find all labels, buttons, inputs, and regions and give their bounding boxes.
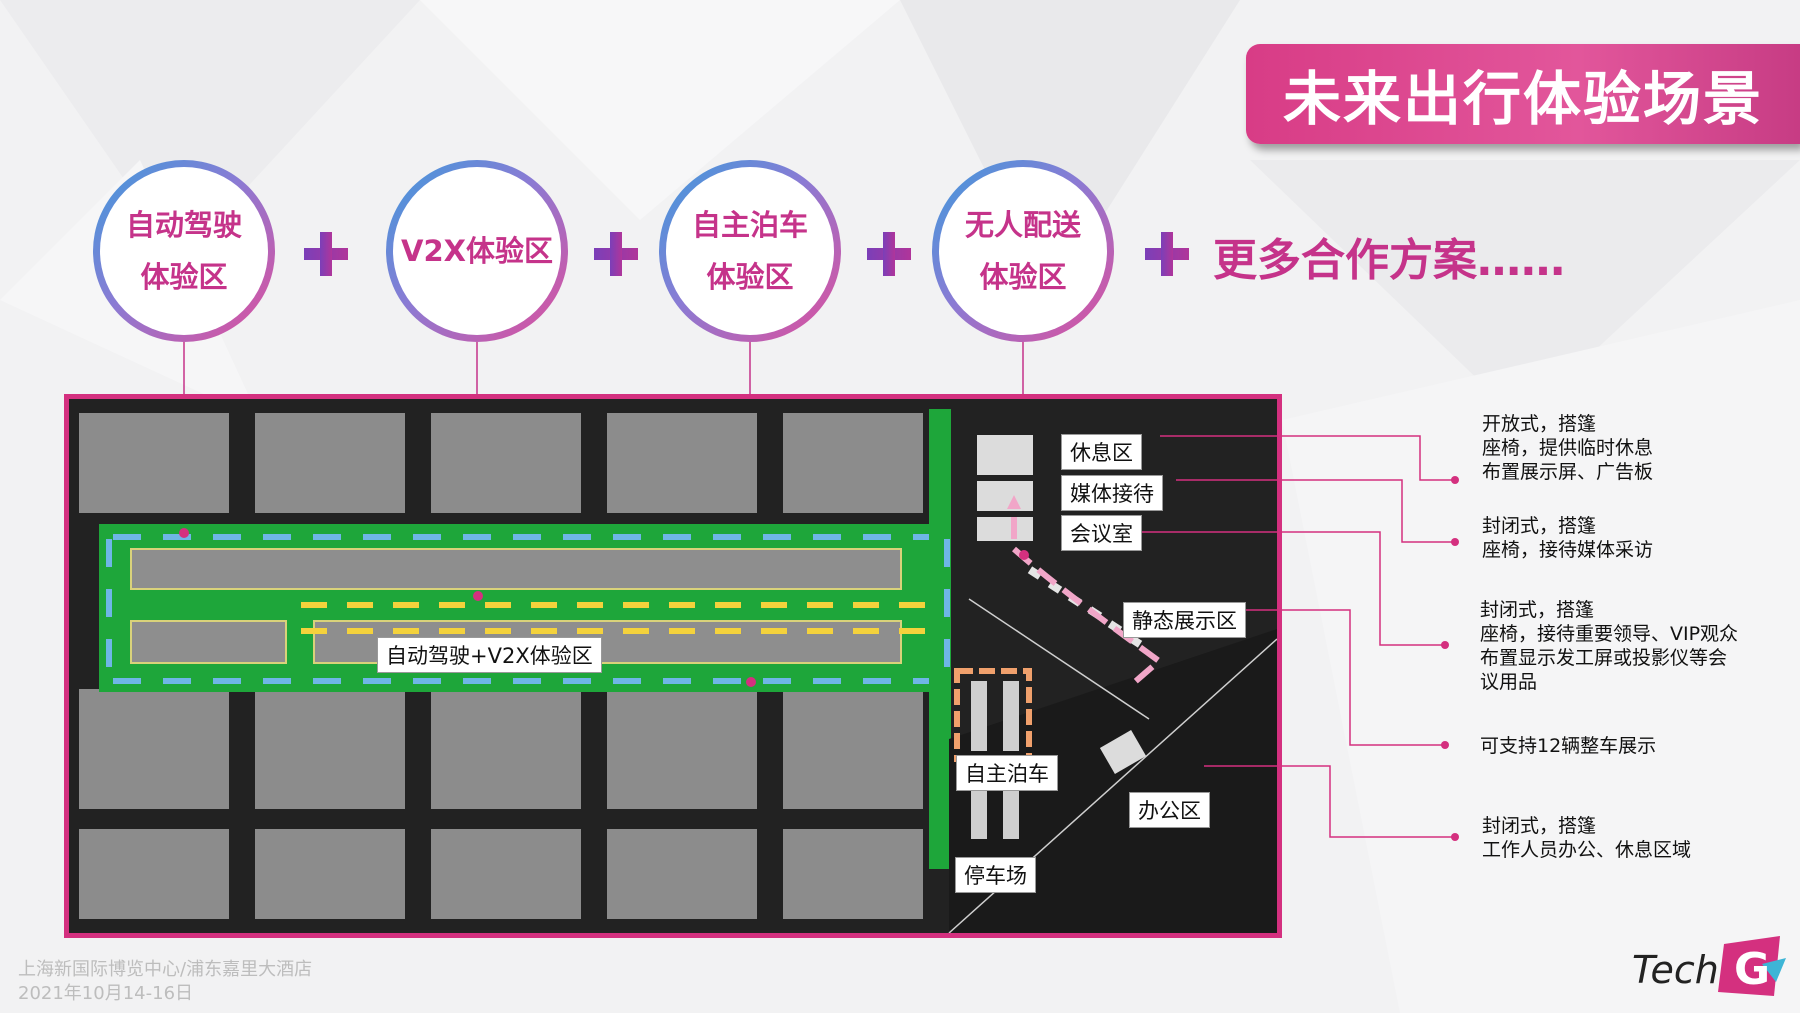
label-self-parking: 自主泊车 bbox=[956, 755, 1058, 791]
note-line: 座椅，接待媒体采访 bbox=[1482, 539, 1654, 561]
circle-autonomous-driving: 自动驾驶体验区 bbox=[93, 160, 275, 342]
label-media: 媒体接待 bbox=[1061, 475, 1163, 511]
circle-line2: 体验区 bbox=[140, 260, 228, 294]
footer-venue: 上海新国际博览中心/浦东嘉里大酒店 bbox=[18, 959, 313, 980]
note-media: 封闭式，搭篷 座椅，接待媒体采访 bbox=[1482, 514, 1653, 562]
circle-line1: 自主泊车 bbox=[691, 208, 808, 242]
circle-line2: 体验区 bbox=[979, 260, 1067, 294]
note-line: 可支持12辆整车展示 bbox=[1480, 735, 1657, 757]
circle-v2x: V2X体验区 bbox=[386, 160, 568, 342]
label-meeting: 会议室 bbox=[1061, 515, 1142, 551]
circle-line2: 体验区 bbox=[706, 260, 794, 294]
logo-text: Tech bbox=[1632, 948, 1719, 992]
note-line: 议用品 bbox=[1480, 671, 1538, 693]
note-line: 封闭式，搭篷 bbox=[1482, 515, 1597, 537]
plus-icon bbox=[867, 232, 911, 276]
circle-unmanned-delivery: 无人配送体验区 bbox=[932, 160, 1114, 342]
label-office: 办公区 bbox=[1129, 792, 1210, 828]
label-rest-area: 休息区 bbox=[1061, 434, 1142, 470]
note-meeting: 封闭式，搭篷 座椅，接待重要领导、VIP观众 布置显示发工屏或投影仪等会 议用品 bbox=[1480, 598, 1738, 694]
plus-icon bbox=[1145, 232, 1189, 276]
note-line: 座椅，提供临时休息 bbox=[1482, 437, 1654, 459]
note-line: 布置显示发工屏或投影仪等会 bbox=[1480, 647, 1728, 669]
map-drawing bbox=[79, 409, 1277, 933]
circle-line1: 自动驾驶 bbox=[125, 208, 242, 242]
venue-map: 休息区 媒体接待 会议室 静态展示区 自动驾驶+V2X体验区 自主泊车 办公区 … bbox=[64, 394, 1282, 938]
plus-icon bbox=[594, 232, 638, 276]
note-line: 工作人员办公、休息区域 bbox=[1482, 839, 1692, 861]
logo-g-icon: G bbox=[1718, 936, 1786, 996]
note-line: 封闭式，搭篷 bbox=[1480, 599, 1595, 621]
label-static-display: 静态展示区 bbox=[1123, 602, 1246, 638]
page-title: 未来出行体验场景 bbox=[1282, 65, 1763, 133]
note-rest-area: 开放式，搭篷 座椅，提供临时休息 布置展示屏、广告板 bbox=[1482, 412, 1653, 484]
circle-line1: 无人配送 bbox=[964, 208, 1081, 242]
title-banner: 未来出行体验场景 bbox=[1246, 44, 1800, 144]
note-line: 封闭式，搭篷 bbox=[1482, 815, 1597, 837]
label-parking-lot: 停车场 bbox=[955, 857, 1036, 893]
logo-g-letter: G bbox=[1734, 944, 1770, 995]
note-static-display: 可支持12辆整车展示 bbox=[1480, 734, 1656, 758]
circle-line1: V2X体验区 bbox=[401, 234, 553, 268]
more-solutions-text: 更多合作方案…… bbox=[1213, 235, 1565, 286]
note-line: 开放式，搭篷 bbox=[1482, 413, 1597, 435]
note-office: 封闭式，搭篷 工作人员办公、休息区域 bbox=[1482, 814, 1691, 862]
footer-date: 2021年10月14-16日 bbox=[18, 983, 194, 1004]
circle-self-parking: 自主泊车体验区 bbox=[659, 160, 841, 342]
plus-icon bbox=[304, 232, 348, 276]
note-line: 布置展示屏、广告板 bbox=[1482, 461, 1654, 483]
label-autonomous-v2x: 自动驾驶+V2X体验区 bbox=[377, 637, 602, 673]
note-line: 座椅，接待重要领导、VIP观众 bbox=[1480, 623, 1739, 645]
